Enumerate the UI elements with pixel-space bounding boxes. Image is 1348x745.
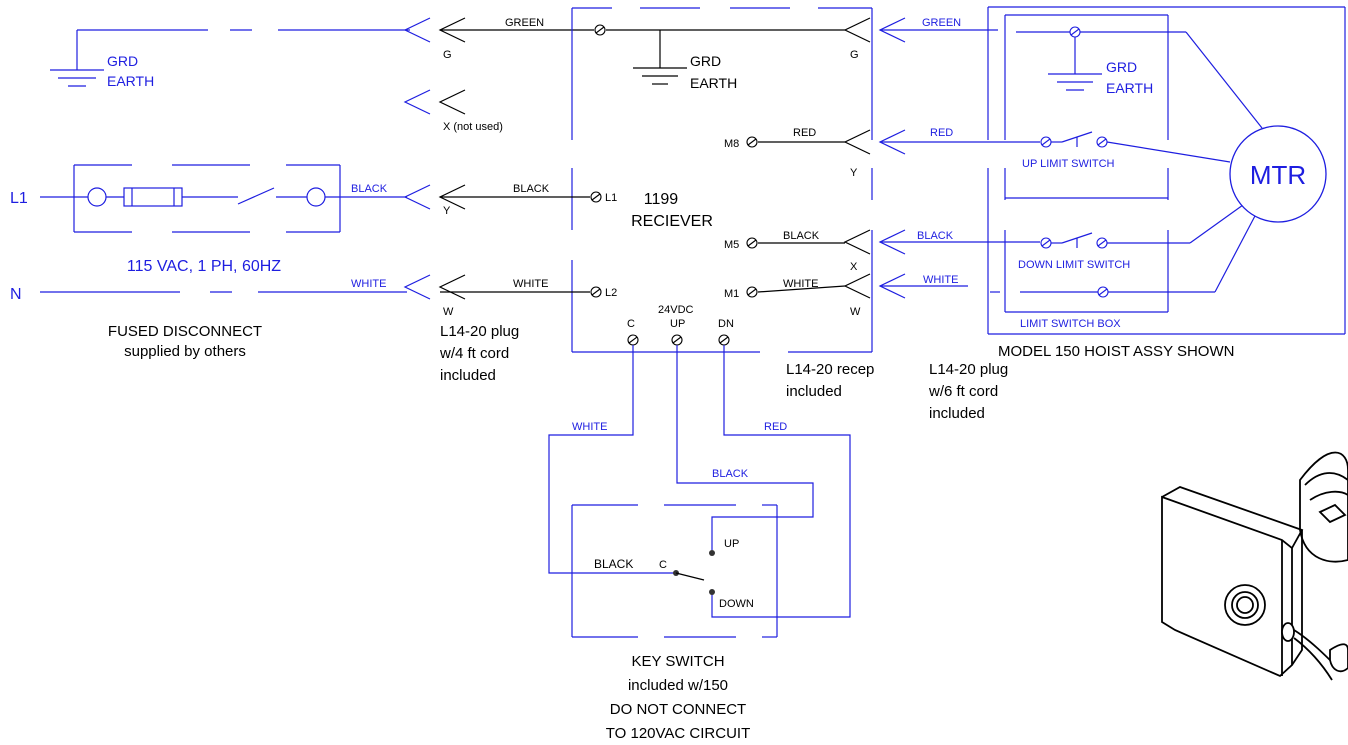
wire-label-black-l1-in: BLACK bbox=[351, 183, 388, 195]
plug-right-line1: L14-20 plug bbox=[929, 361, 1008, 378]
receiver-ground-earth: EARTH bbox=[690, 75, 737, 91]
wire-label-black-l1: BLACK bbox=[513, 183, 550, 195]
wire-label-red-m8: RED bbox=[793, 127, 816, 139]
key-switch-caption-1: KEY SWITCH bbox=[631, 653, 724, 670]
line-n: N bbox=[10, 286, 22, 303]
wire-label-black-right: BLACK bbox=[917, 230, 954, 242]
plug-left-line1: L14-20 plug bbox=[440, 323, 519, 340]
wire-label-white-right: WHITE bbox=[923, 274, 958, 286]
fuse-symbol bbox=[123, 187, 183, 207]
recep-line1: L14-20 recep bbox=[786, 361, 874, 378]
terminal-dn: DN bbox=[718, 318, 734, 330]
hoist-illustration bbox=[1161, 451, 1348, 681]
plug-left-line2: w/4 ft cord bbox=[439, 345, 509, 362]
wire-white-c bbox=[548, 345, 676, 574]
pin-x-right: X bbox=[850, 261, 858, 273]
key-switch-box bbox=[571, 504, 778, 638]
plug-left-line3: included bbox=[440, 367, 496, 384]
wire-red-dn bbox=[711, 345, 851, 618]
plug-right-line2: w/6 ft cord bbox=[928, 383, 998, 400]
hoist-caption: MODEL 150 HOIST ASSY SHOWN bbox=[998, 343, 1234, 360]
terminal-l1: L1 bbox=[605, 192, 617, 204]
wire-label-green-left: GREEN bbox=[505, 17, 544, 29]
ground-label-earth: EARTH bbox=[107, 73, 154, 89]
pin-g-right: G bbox=[850, 49, 859, 61]
plug-left-chevrons bbox=[403, 17, 466, 300]
pin-x-not-used: X (not used) bbox=[443, 121, 503, 133]
hoist-ground-grd: GRD bbox=[1106, 59, 1137, 75]
wire-label-white-l2: WHITE bbox=[513, 278, 548, 290]
plug-right-line3: included bbox=[929, 405, 985, 422]
disconnect-box bbox=[73, 164, 341, 233]
earth-ground-left: GRD EARTH bbox=[50, 30, 154, 89]
hoist-ground-earth: EARTH bbox=[1106, 80, 1153, 96]
wire-label-black-m5: BLACK bbox=[783, 230, 820, 242]
pin-y-right: Y bbox=[850, 167, 858, 179]
terminal-m8: M8 bbox=[724, 138, 739, 150]
disconnect-note: supplied by others bbox=[124, 343, 246, 360]
down-limit-switch-label: DOWN LIMIT SWITCH bbox=[1018, 259, 1130, 271]
wire-label-black-key: BLACK bbox=[712, 468, 749, 480]
terminal-24vdc: 24VDC bbox=[658, 304, 694, 316]
up-limit-switch-label: UP LIMIT SWITCH bbox=[1022, 158, 1115, 170]
key-switch-c: C bbox=[659, 559, 667, 571]
line-l1: L1 bbox=[10, 190, 28, 207]
motor-label: MTR bbox=[1250, 160, 1306, 190]
limit-switch-box-label: LIMIT SWITCH BOX bbox=[1020, 318, 1121, 330]
receiver-box bbox=[571, 7, 873, 353]
key-switch-caption-3: DO NOT CONNECT bbox=[610, 701, 746, 718]
pin-g-left: G bbox=[443, 49, 452, 61]
terminal-c: C bbox=[627, 318, 635, 330]
key-switch-black-label: BLACK bbox=[594, 557, 633, 571]
key-switch-caption-2: included w/150 bbox=[628, 677, 728, 694]
motor-symbol bbox=[1229, 125, 1327, 223]
wire-black-up bbox=[676, 345, 814, 550]
pin-w-right: W bbox=[850, 306, 861, 318]
terminal-m5: M5 bbox=[724, 239, 739, 251]
wire-label-red-key: RED bbox=[764, 421, 787, 433]
wire-label-red-right: RED bbox=[930, 127, 953, 139]
wire-label-white-key: WHITE bbox=[572, 421, 607, 433]
key-switch-caption-4: TO 120VAC CIRCUIT bbox=[606, 725, 750, 742]
wire-label-white-n: WHITE bbox=[351, 278, 386, 290]
hoist-plug-arrows bbox=[878, 17, 1040, 299]
ground-label-grd: GRD bbox=[107, 53, 138, 69]
key-switch-down: DOWN bbox=[719, 598, 754, 610]
key-switch-up: UP bbox=[724, 538, 739, 550]
receiver-model: 1199 bbox=[644, 191, 679, 208]
terminal-up: UP bbox=[670, 318, 685, 330]
wire-label-green-right: GREEN bbox=[922, 17, 961, 29]
terminal-m1: M1 bbox=[724, 288, 739, 300]
receiver-name: RECIEVER bbox=[631, 213, 713, 230]
wire-label-white-m1: WHITE bbox=[783, 278, 818, 290]
disconnect-title: FUSED DISCONNECT bbox=[108, 323, 262, 340]
terminal-l2: L2 bbox=[605, 287, 617, 299]
pin-y-left: Y bbox=[443, 205, 451, 217]
pin-w-left: W bbox=[443, 306, 454, 318]
disconnect-rating: 115 VAC, 1 PH, 60HZ bbox=[127, 258, 281, 275]
limit-switch-box bbox=[1004, 14, 1169, 313]
receiver-ground-grd: GRD bbox=[690, 53, 721, 69]
hoist-outer-box bbox=[987, 6, 1346, 335]
recep-line2: included bbox=[786, 383, 842, 400]
